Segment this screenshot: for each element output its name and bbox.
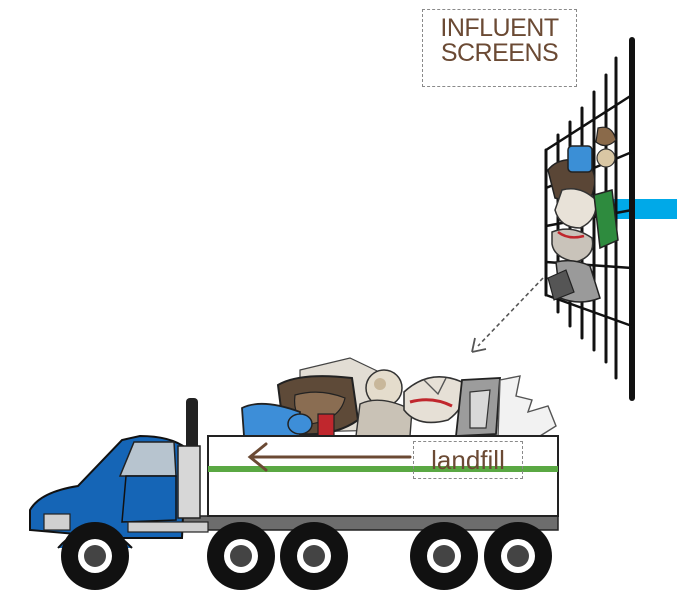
truck-wheel: [280, 522, 348, 590]
truck-wheel: [207, 522, 275, 590]
truck-wheel: [410, 522, 478, 590]
debris-pile-icon: [242, 358, 556, 436]
influent-screens-label: INFLUENT SCREENS: [422, 9, 577, 87]
truck-wheel: [61, 522, 129, 590]
transfer-arrow: [472, 278, 543, 352]
landfill-label: landfill: [413, 441, 523, 479]
screens-label-line2: SCREENS: [423, 41, 576, 66]
truck-wheel: [484, 522, 552, 590]
screens-label-line1: INFLUENT: [423, 16, 576, 41]
influent-pipe-icon: [612, 199, 677, 219]
